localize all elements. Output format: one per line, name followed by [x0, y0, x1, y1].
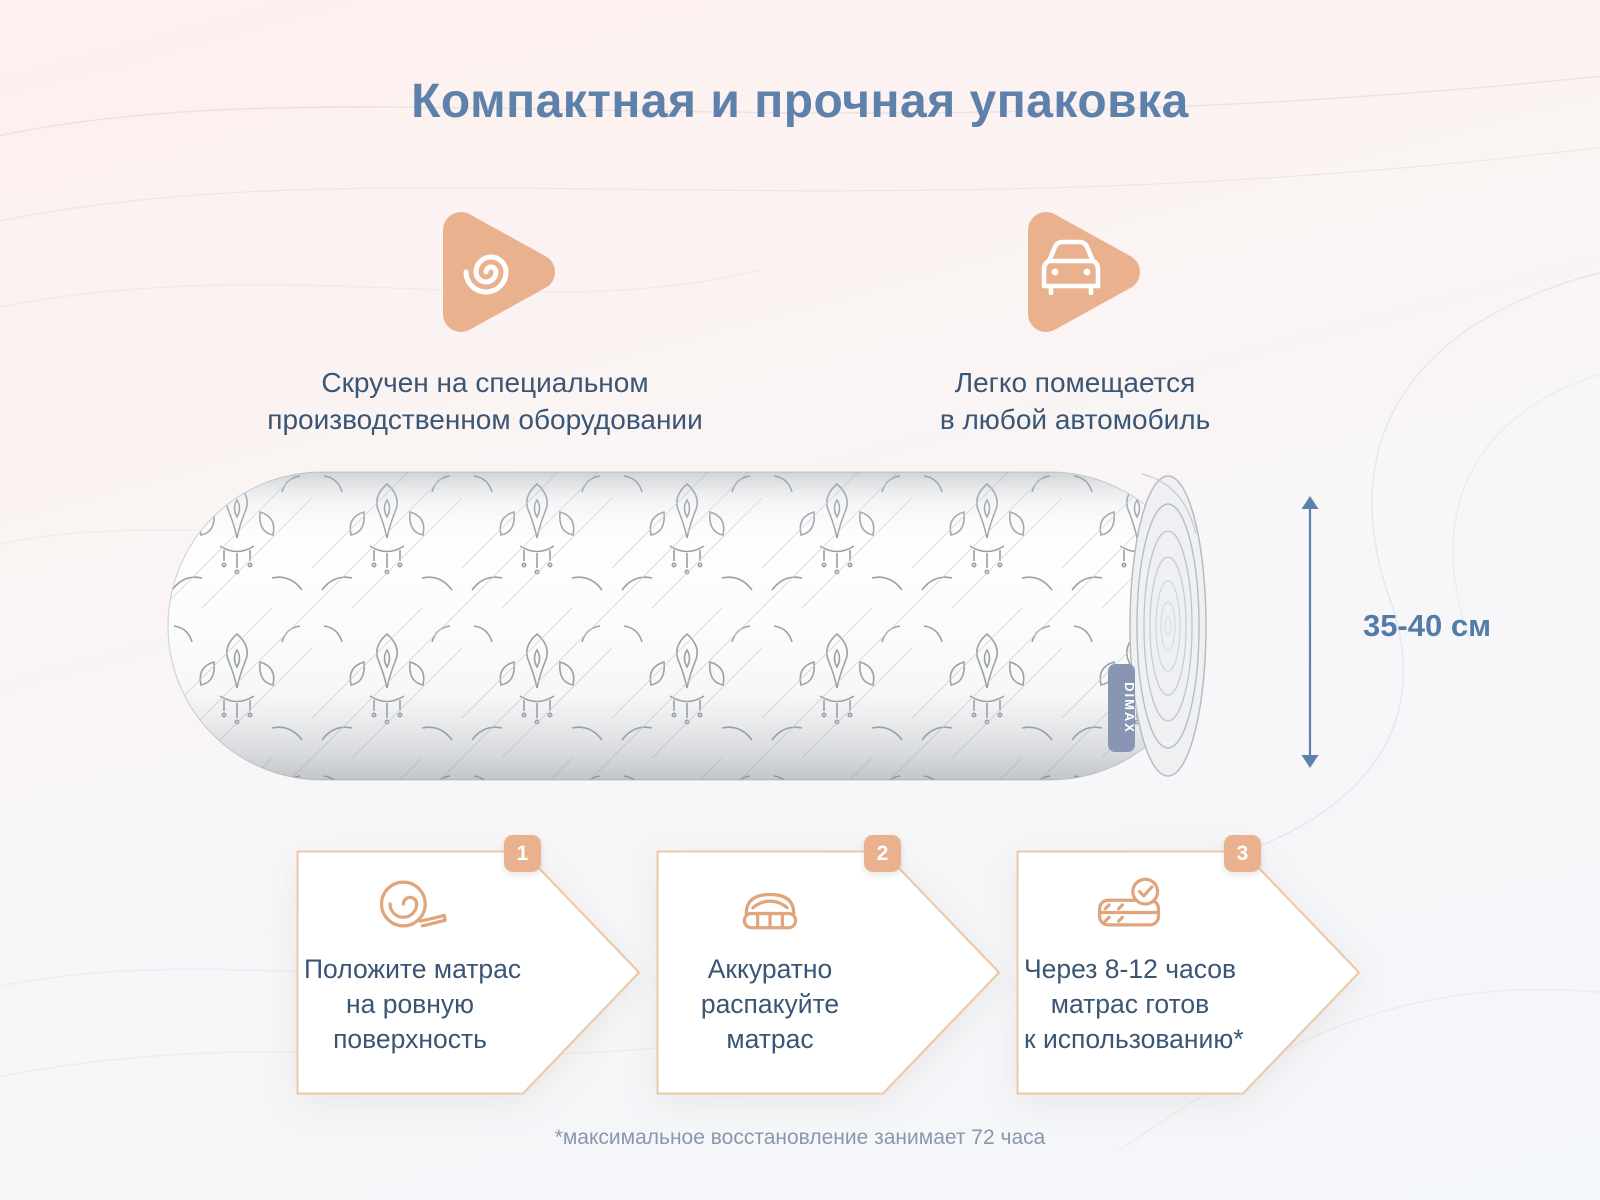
step-number-badge: 3	[1224, 835, 1261, 872]
car-icon	[1010, 202, 1150, 347]
spiral-icon	[425, 202, 565, 347]
dimension-arrow-icon	[1301, 496, 1319, 768]
feature-car	[1010, 202, 1150, 347]
footnote: *максимальное восстановление занимает 72…	[554, 1126, 1046, 1149]
dimension-label: 35-40 см	[1362, 608, 1492, 643]
step-line: Положите матрас	[304, 954, 522, 984]
step-1: 1 Положите матрас на ровную поверхность	[296, 835, 641, 1095]
step-line: Через 8-12 часов	[1024, 954, 1237, 984]
step-line: к использованию*	[1024, 1023, 1244, 1054]
step-text: Положите матрас на ровную поверхность	[304, 952, 522, 1057]
brand-tag: DIMAX	[1108, 664, 1137, 752]
feature-line: Легко помещается	[954, 367, 1196, 398]
mattress-roll-image: DIMAX	[167, 471, 1207, 781]
feature-line: Скручен на специальном	[321, 367, 649, 398]
page-title: Компактная и прочная упаковка	[411, 75, 1189, 128]
unpack-mattress-icon	[742, 892, 798, 930]
step-line: поверхность	[333, 1023, 487, 1054]
step-chevron-shape	[656, 850, 1000, 1095]
step-text: Через 8-12 часов матрас готов к использо…	[1024, 952, 1244, 1057]
feature-rolled-text: Скручен на специальном производственном …	[185, 364, 785, 438]
step-line: Аккуратно	[707, 954, 833, 984]
step-number-badge: 1	[504, 835, 541, 872]
step-3: 3 Через 8-12 часов матрас готов к исполь…	[1016, 835, 1361, 1095]
feature-rolled	[425, 202, 565, 347]
feature-car-text: Легко помещается в любой автомобиль	[855, 364, 1295, 438]
unroll-mattress-icon	[379, 880, 447, 928]
step-line: распакуйте	[700, 988, 840, 1019]
feature-line: в любой автомобиль	[939, 404, 1211, 436]
brand-tag-label: DIMAX	[1122, 682, 1137, 734]
roll-end-spiral	[1129, 475, 1207, 777]
step-number-badge: 2	[864, 835, 901, 872]
step-line: матрас готов	[1050, 988, 1210, 1019]
step-text: Аккуратно распакуйте матрас	[664, 952, 876, 1057]
mattress-ready-icon	[1097, 877, 1161, 927]
feature-line: производственном оборудовании	[267, 404, 703, 436]
step-line: матрас	[726, 1023, 814, 1054]
step-line: на ровную	[345, 988, 475, 1019]
step-2: 2 Аккуратно распакуйте матрас	[656, 835, 1001, 1095]
